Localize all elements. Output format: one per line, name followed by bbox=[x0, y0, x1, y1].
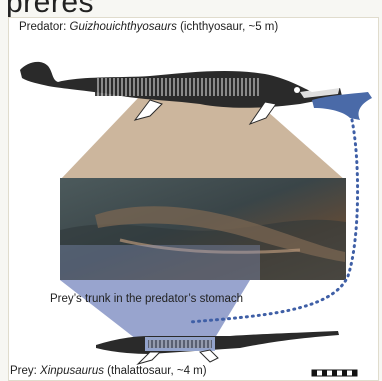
prey-prefix: Prey: bbox=[10, 365, 40, 377]
stomach-caption: Prey’s trunk in the predator’s stomach bbox=[50, 293, 243, 305]
blue-fossil-overlay bbox=[60, 245, 260, 280]
tan-projection-cone bbox=[60, 96, 345, 180]
prey-genus: Xinpusaurus bbox=[40, 365, 104, 377]
prey-label: Prey: Xinpusaurus (thalattosaur, ~4 m) bbox=[10, 365, 207, 377]
prey-suffix: (thalattosaur, ~4 m) bbox=[104, 365, 207, 377]
scale-bar bbox=[312, 370, 357, 376]
